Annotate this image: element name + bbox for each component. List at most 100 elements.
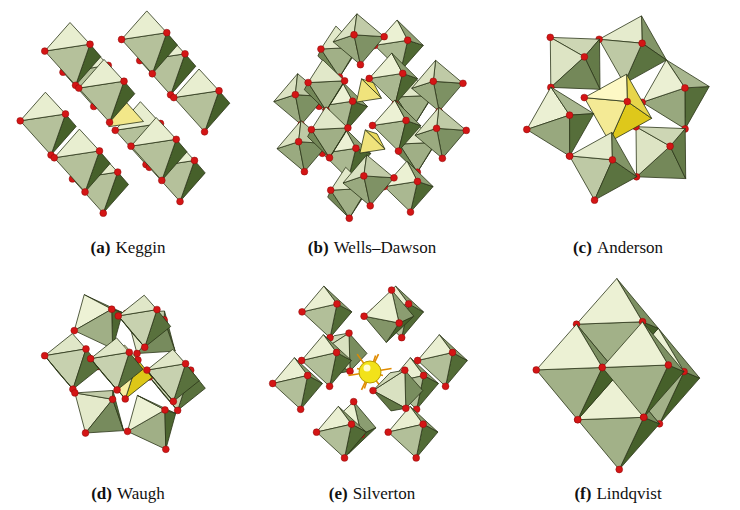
panel-letter: (f): [574, 484, 591, 503]
polyhedron-face: [551, 87, 594, 115]
oxygen-atom: [388, 287, 395, 294]
oxygen-atom: [460, 80, 467, 87]
polyhedron-face: [627, 74, 652, 118]
polyoxometalate-cluster: [17, 11, 230, 217]
polyhedron-face: [91, 359, 118, 390]
oxygen-atom: [304, 372, 311, 379]
oxygen-atom: [106, 119, 113, 126]
oxygen-atom: [665, 362, 672, 369]
oxygen-atom: [581, 94, 588, 101]
polyhedron-face: [354, 14, 384, 37]
oxygen-atom: [420, 421, 427, 428]
oxygen-atom: [295, 138, 302, 145]
polyhedron-face: [405, 370, 423, 408]
oxygen-atom: [177, 198, 184, 205]
polyhedron-face: [317, 424, 352, 458]
oxygen-atom: [566, 112, 573, 119]
polyhedron-face: [122, 11, 167, 40]
oxygen-atom: [318, 46, 325, 53]
oxygen-atom: [201, 128, 208, 135]
oxygen-atom: [385, 429, 392, 436]
oxygen-atom: [352, 145, 359, 152]
oxygen-atom: [403, 117, 410, 124]
panel-letter: (b): [308, 238, 329, 257]
oxygen-atom: [547, 34, 554, 41]
oxygen-atom: [71, 390, 78, 397]
octahedron: [51, 129, 110, 195]
octahedron: [414, 335, 467, 390]
oxygen-atom: [124, 428, 131, 435]
oxygen-atom: [128, 143, 135, 150]
structure-name: Waugh: [117, 484, 165, 503]
polyhedron-face: [326, 81, 344, 111]
polyhedron-face: [612, 132, 637, 176]
panel-letter: (e): [329, 484, 348, 503]
polyhedron-face: [118, 295, 157, 316]
oxygen-atom: [369, 122, 376, 129]
polyhedron-face: [364, 290, 399, 323]
oxygen-atom: [395, 148, 402, 155]
structure-name: Anderson: [597, 238, 663, 257]
polyhedron-face: [45, 23, 90, 52]
octahedron: [523, 87, 593, 159]
polyhedron-face: [373, 370, 405, 390]
oxygen-atom: [360, 172, 367, 179]
polyhedron-face: [373, 391, 406, 411]
octahedron: [361, 287, 414, 343]
polyhedron-face: [330, 128, 348, 158]
oxygen-atom: [108, 306, 115, 313]
octahedron: [124, 395, 176, 452]
oxygen-atom: [326, 154, 333, 161]
oxygen-atom: [82, 430, 89, 437]
octahedron: [144, 349, 200, 404]
polyoxometalate-cluster: [41, 295, 205, 453]
oxygen-atom: [162, 446, 169, 453]
octahedron: [415, 107, 470, 161]
polyhedron-face: [302, 335, 337, 361]
polyhedron-face: [20, 92, 65, 121]
oxygen-atom: [118, 36, 125, 43]
oxygen-atom: [298, 357, 305, 364]
oxygen-atom: [100, 210, 107, 217]
octahedron: [370, 367, 423, 412]
oxygen-atom: [96, 148, 103, 155]
octahedron: [412, 60, 467, 114]
oxygen-atom: [170, 398, 177, 405]
structure-name: Lindqvist: [596, 484, 661, 503]
oxygen-atom: [162, 407, 169, 414]
oxygen-atom: [640, 414, 647, 421]
oxygen-atom: [682, 85, 689, 92]
polyoxometalate-cluster: [523, 16, 709, 204]
polyhedron-face: [570, 114, 594, 156]
oxygen-atom: [301, 168, 308, 175]
polyhedron-face: [536, 324, 602, 370]
oxygen-atom: [144, 367, 151, 374]
oxygen-atom: [122, 396, 129, 403]
oxygen-atom: [391, 174, 398, 181]
oxygen-atom: [463, 127, 470, 134]
oxygen-atom: [71, 327, 78, 334]
octahedron: [308, 107, 352, 161]
polyhedron-face: [527, 115, 570, 156]
octahedron: [599, 322, 684, 421]
polyhedron-face: [273, 376, 308, 410]
oxygen-atom: [574, 416, 581, 423]
oxygen-atom: [599, 364, 606, 371]
oxygen-atom: [639, 40, 646, 47]
polyhedron-face: [392, 53, 418, 79]
oxygen-atom: [149, 70, 156, 77]
polyhedron-face: [147, 349, 186, 370]
polyhedron-face: [174, 69, 219, 98]
octahedron: [304, 60, 348, 114]
polyhedron-face: [343, 155, 367, 183]
polyhedron-face: [354, 35, 384, 65]
oxygen-atom: [75, 85, 82, 92]
octahedron: [313, 406, 366, 461]
polyhedron-face: [599, 39, 642, 83]
oxygen-atom: [414, 357, 421, 364]
oxygen-atom: [357, 61, 364, 68]
oxygen-atom: [126, 349, 133, 356]
polyhedron-face: [311, 107, 348, 130]
oxygen-atom: [402, 405, 409, 412]
oxygen-atom: [599, 364, 606, 371]
